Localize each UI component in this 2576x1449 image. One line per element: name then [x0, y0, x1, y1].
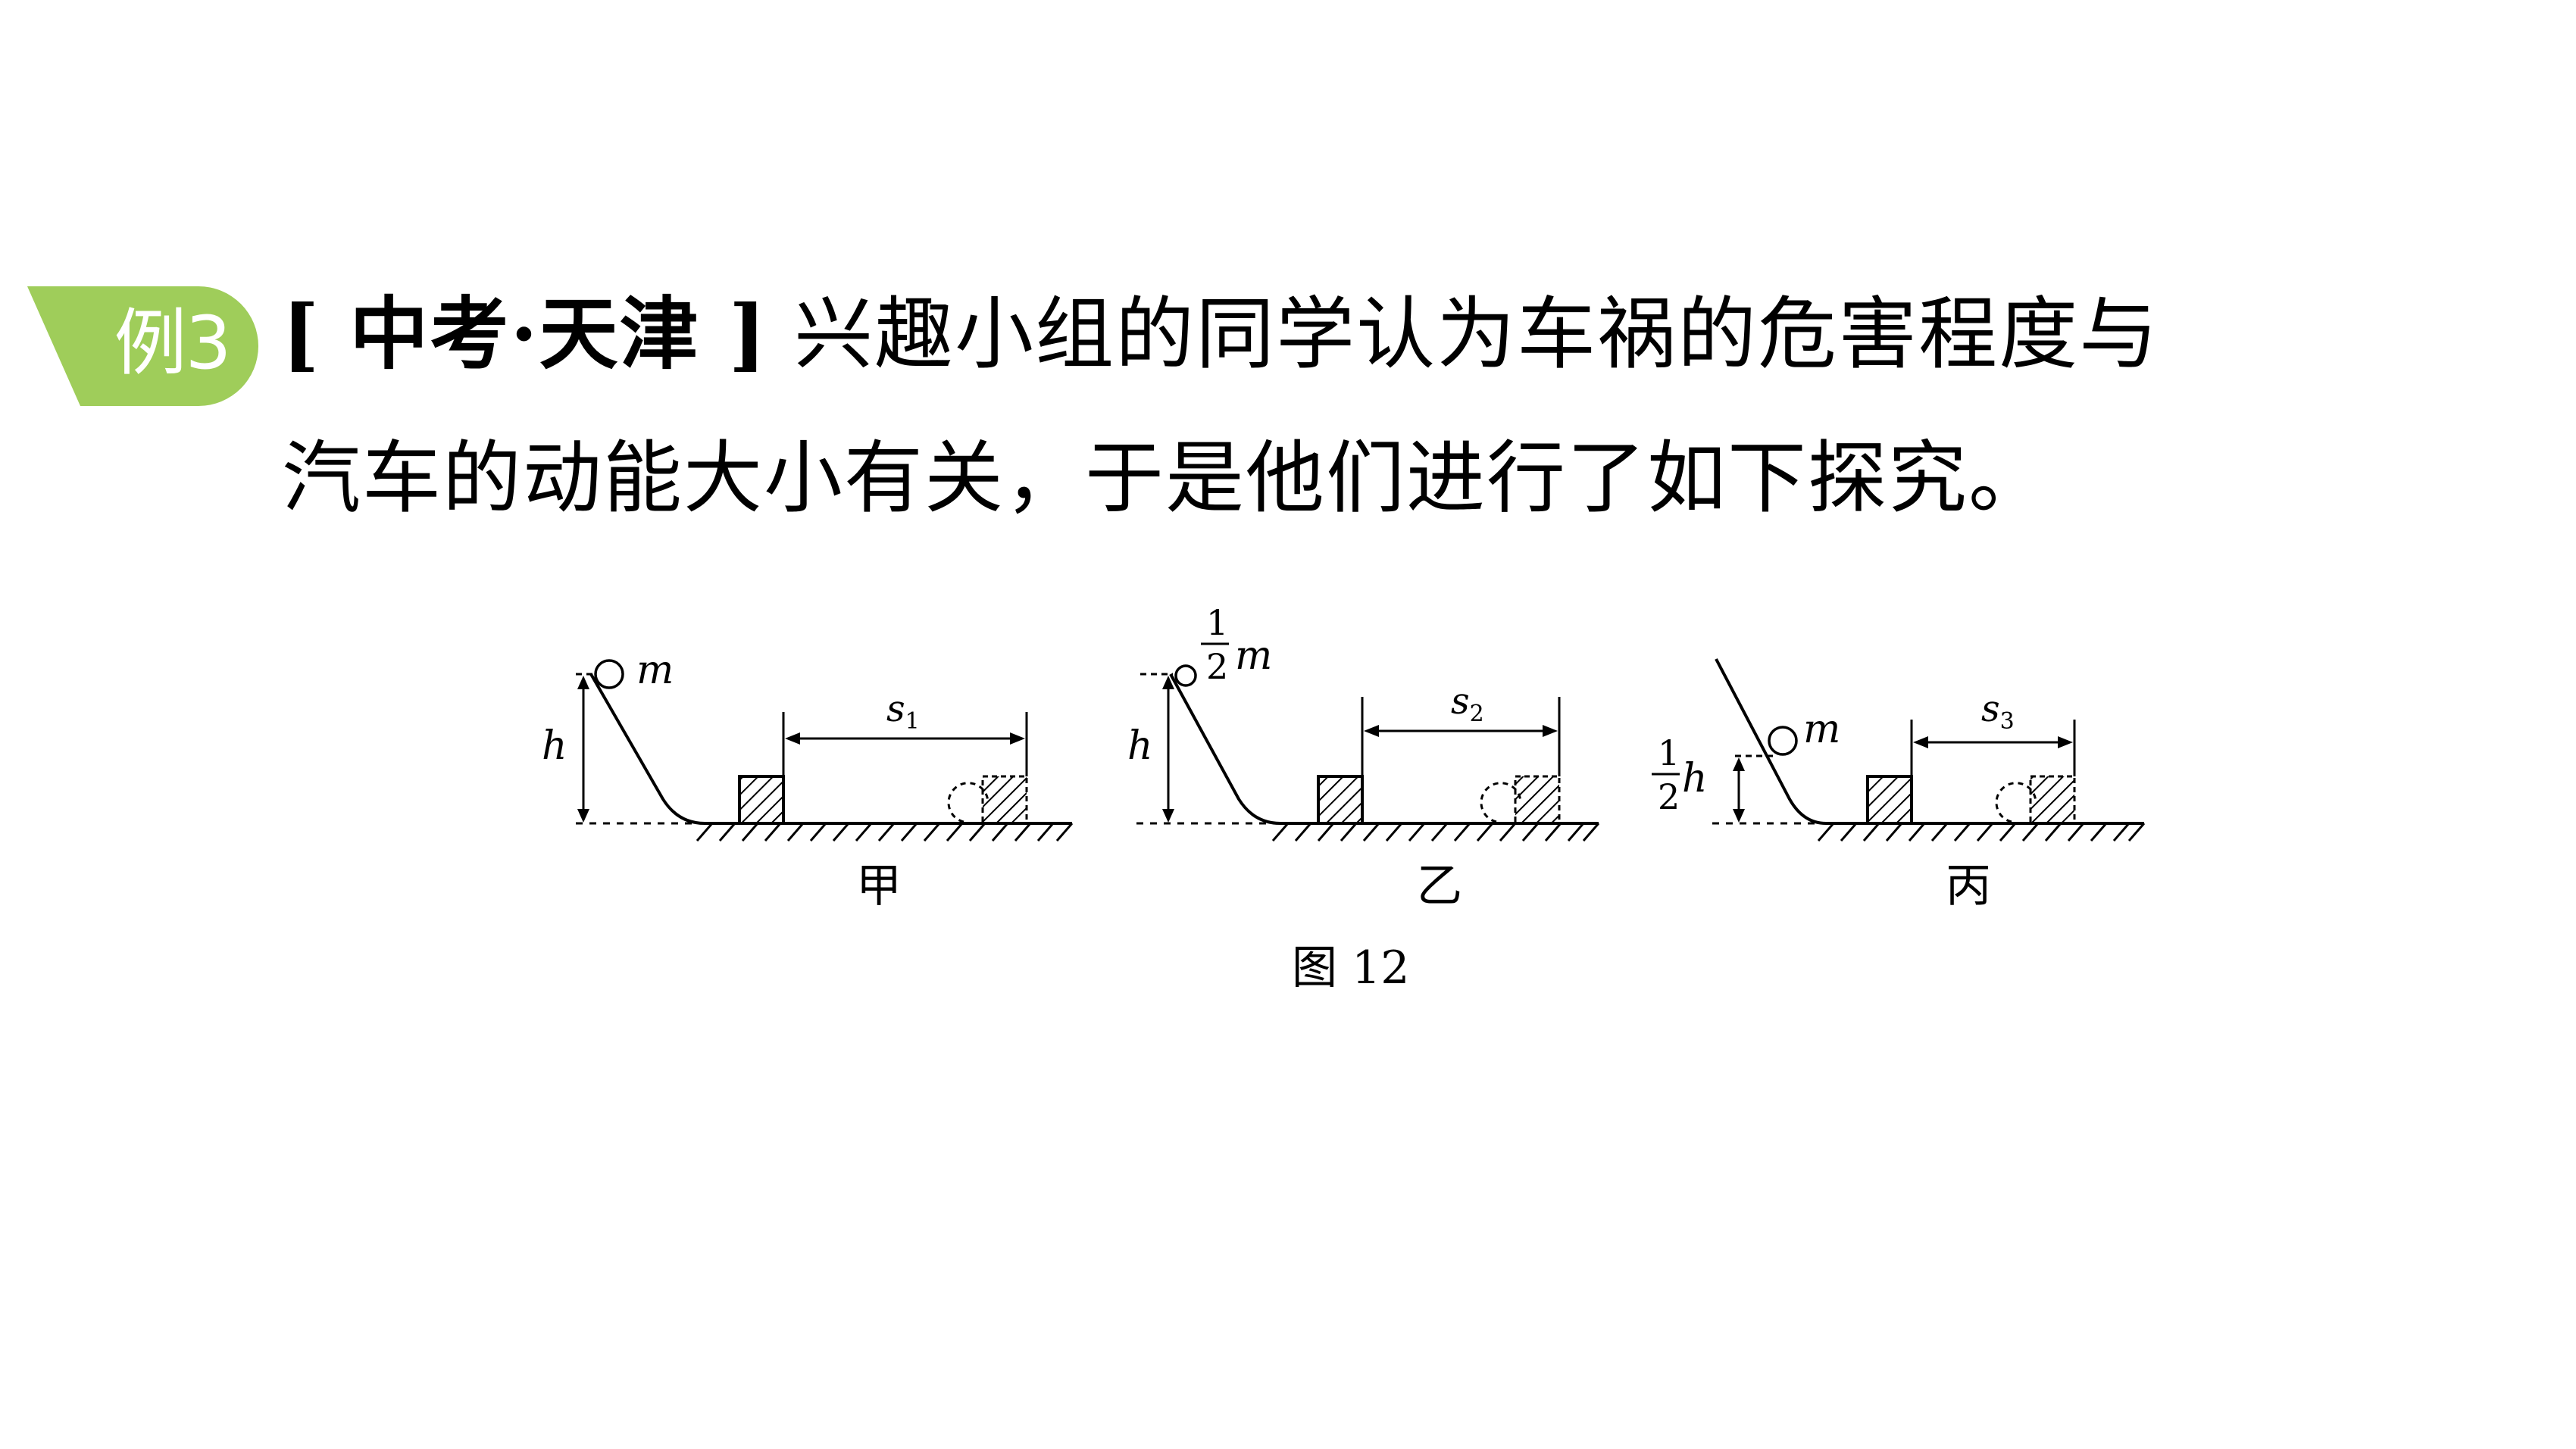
- block: [1866, 775, 1913, 825]
- panel-bing: 1 2 h m s3 丙: [1652, 658, 2146, 913]
- mass-fraction-den: 2: [1206, 646, 1228, 687]
- mass-fraction-num: 1: [1206, 602, 1228, 643]
- question-source: [ 中考·天津 ]: [282, 287, 768, 380]
- badge-label: 例3: [114, 301, 231, 386]
- ball: [594, 659, 624, 689]
- ball-small: [1174, 664, 1197, 687]
- panel-label-yi: 乙: [1417, 860, 1462, 913]
- height-fraction-den: 2: [1658, 776, 1680, 817]
- mass-label: m: [636, 648, 674, 693]
- height-label: h: [1682, 756, 1708, 801]
- block: [1317, 775, 1364, 825]
- ground-hatch: [696, 823, 1074, 842]
- block-moved: [981, 775, 1028, 825]
- distance-label: s2: [1451, 680, 1484, 727]
- distance-label: s3: [1981, 688, 2015, 735]
- ramp: [1169, 673, 1281, 825]
- panel-jia: h m s1 甲: [542, 648, 1074, 913]
- mass-label: m: [1235, 633, 1272, 679]
- badge-shape: [27, 286, 258, 406]
- distance-label: s1: [886, 688, 920, 735]
- question-line-1: [ 中考·天津 ] 兴趣小组的同学认为车祸的危害程度与: [282, 277, 2159, 391]
- ball: [1768, 726, 1798, 756]
- block: [738, 775, 785, 825]
- panel-yi: h 1 2 m s2 乙: [1127, 602, 1600, 913]
- ramp: [1715, 658, 1827, 825]
- height-label: h: [542, 723, 567, 769]
- block-moved: [2029, 775, 2076, 825]
- question-text-2: 汽车的动能大小有关，于是他们进行了如下探究。: [282, 432, 2049, 524]
- question-line-2: 汽车的动能大小有关，于是他们进行了如下探究。: [282, 421, 2049, 535]
- ramp: [589, 673, 705, 825]
- mass-label: m: [1803, 707, 1840, 752]
- ground-hatch: [1271, 823, 1600, 842]
- panel-label-bing: 丙: [1946, 860, 1991, 913]
- height-fraction-num: 1: [1658, 732, 1680, 773]
- experiment-figure: h m s1 甲 h 1 2 m: [542, 602, 2146, 995]
- block-moved: [1514, 775, 1561, 825]
- figure-caption: 图 12: [1292, 942, 1409, 995]
- example-badge: 例3: [27, 280, 262, 406]
- panel-label-jia: 甲: [856, 860, 902, 913]
- height-label: h: [1127, 723, 1153, 769]
- ground-hatch: [1817, 823, 2146, 842]
- question-text-1: 兴趣小组的同学认为车祸的危害程度与: [794, 288, 2160, 380]
